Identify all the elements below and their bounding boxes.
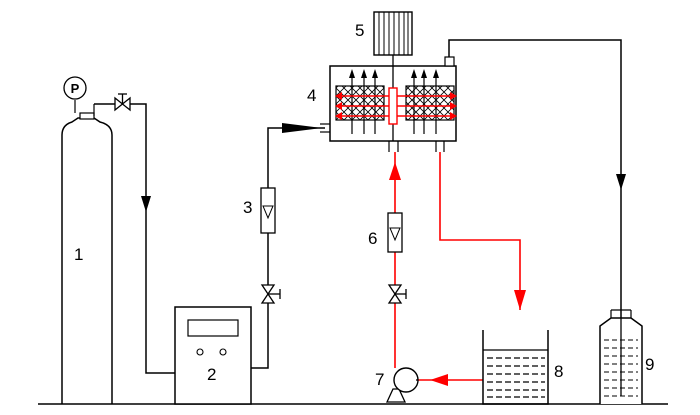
- gas-flowmeter: [260, 187, 276, 234]
- flow-arrow-left-pump: [430, 374, 448, 386]
- label-reactor: 4: [307, 86, 316, 105]
- pressure-gauge: P: [63, 76, 87, 100]
- gas-inlet-valve: [260, 284, 281, 304]
- flow-arrow-down-absorber: [616, 174, 626, 190]
- absorber-bottle: [599, 309, 643, 404]
- mass-flow-controller: [174, 306, 252, 405]
- motor: [373, 11, 413, 56]
- gas-line-reactor-to-absorber: [448, 39, 622, 318]
- flow-arrow-up-reactor: [389, 162, 401, 180]
- cylinder-valve: [114, 93, 131, 112]
- gas-cylinder: [61, 100, 113, 404]
- flow-arrow-down-tank: [514, 290, 526, 310]
- label-liquid-flowmeter: 6: [368, 229, 377, 248]
- label-pump: 7: [375, 370, 384, 389]
- flow-arrow-right-gas: [282, 123, 322, 133]
- gas-line-cylinder-to-mfc: [94, 103, 175, 374]
- label-motor: 5: [355, 21, 364, 40]
- liquid-line-reactor-to-tank: [439, 152, 521, 310]
- pump: [385, 367, 419, 403]
- gas-line-mfc-to-reactor: [251, 127, 325, 369]
- label-liquid-tank: 8: [554, 362, 563, 381]
- gauge-letter: P: [71, 81, 80, 96]
- liquid-valve: [387, 284, 407, 304]
- liquid-tank: [482, 330, 549, 405]
- reactor: [320, 55, 457, 152]
- label-mass-flow-controller: 2: [207, 365, 216, 384]
- label-absorber: 9: [645, 355, 654, 374]
- flow-arrow-down-1: [141, 196, 151, 212]
- label-cylinder: 1: [74, 245, 83, 264]
- label-gas-flowmeter: 3: [243, 198, 252, 217]
- liquid-flowmeter: [387, 212, 403, 253]
